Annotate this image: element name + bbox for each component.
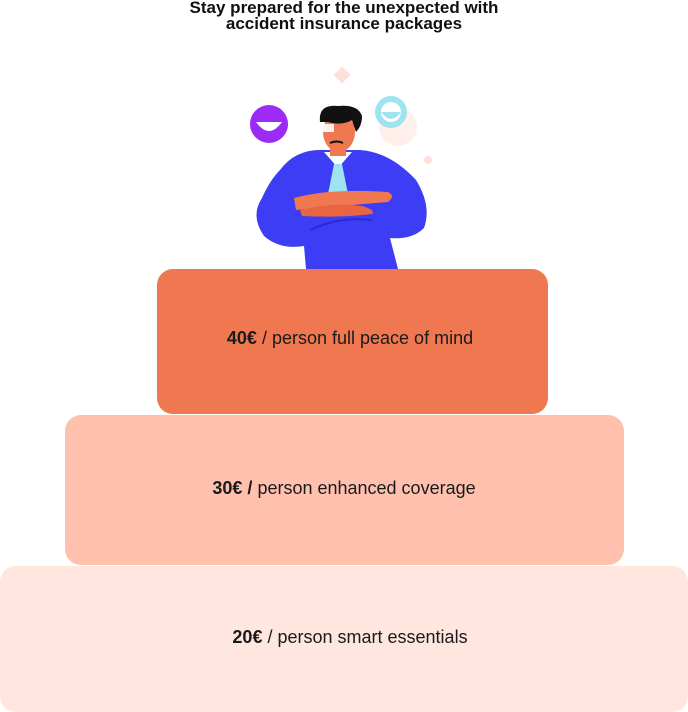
crossed-arm-left [294, 190, 392, 210]
tier-separator: / [256, 328, 272, 348]
diamond-shape-icon [333, 66, 351, 84]
tier-price: 20€ [232, 626, 263, 647]
tier-text: 40€ / person full peace of mind [227, 328, 473, 349]
page-title-line-2: accident insurance packages [225, 14, 463, 33]
pricing-tier-40: 40€ / person full peace of mind [157, 269, 548, 414]
pricing-tier-30: 30€ / person enhanced coverage [65, 415, 624, 565]
tier-separator: / [262, 626, 278, 647]
tier-price: 30€ / [212, 477, 253, 498]
page-title-line-1: Stay prepared for the unexpected with [189, 0, 499, 17]
dot-shape-icon [424, 156, 432, 164]
cyan-emoji-icon [375, 96, 407, 128]
tier-text: 30€ / person enhanced coverage [212, 478, 475, 499]
head [319, 105, 362, 152]
tier-description: person smart essentials [277, 626, 468, 647]
tier-price: 40€ [226, 328, 257, 348]
crossed-arm-right [300, 204, 373, 217]
arm-sleeve-line [309, 218, 373, 231]
page-title: Stay prepared for the unexpected with ac… [0, 0, 688, 32]
tier-description: person full peace of mind [271, 328, 474, 348]
pricing-tier-20: 20€ / person smart essentials [0, 566, 688, 712]
man-with-crossed-arms-icon [250, 66, 432, 269]
purple-emoji-icon [250, 105, 288, 143]
tier-text: 20€ / person smart essentials [232, 627, 467, 648]
tier-description: person enhanced coverage [257, 477, 476, 498]
